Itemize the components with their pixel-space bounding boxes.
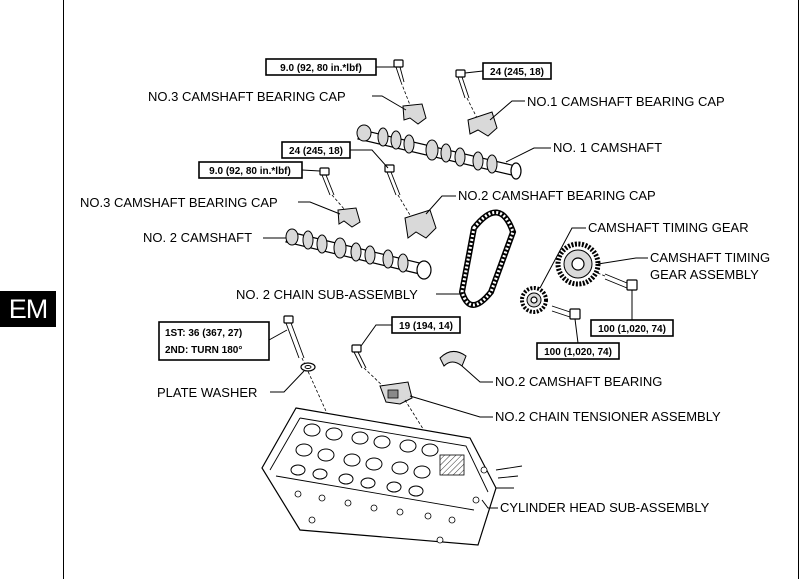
label-timing-gear-assy-line1: CAMSHAFT TIMING bbox=[650, 250, 770, 265]
label-no2-bearing: NO.2 CAMSHAFT BEARING bbox=[495, 374, 662, 389]
no2-camshaft-bearing-part bbox=[439, 351, 467, 367]
svg-text:100 (1,020, 74): 100 (1,020, 74) bbox=[598, 324, 666, 335]
torque-spec-3: 24 (245, 18) bbox=[281, 141, 389, 169]
label-no2-chain: NO. 2 CHAIN SUB-ASSEMBLY bbox=[236, 287, 418, 302]
label-plate-washer: PLATE WASHER bbox=[157, 385, 257, 400]
no1-camshaft bbox=[356, 124, 522, 180]
no3-cap-lower-part bbox=[337, 207, 361, 228]
label-timing-gear-assy-line2: GEAR ASSEMBLY bbox=[650, 267, 759, 282]
torque-spec-5: 1ST: 36 (367, 27) 2ND: TURN 180° bbox=[158, 321, 288, 361]
svg-text:2ND: TURN 180°: 2ND: TURN 180° bbox=[165, 345, 242, 356]
label-no1-cap: NO.1 CAMSHAFT BEARING CAP bbox=[527, 94, 725, 109]
no2-chain bbox=[458, 209, 517, 308]
camshaft-timing-gear-assembly-part bbox=[555, 241, 601, 287]
label-no3-cap-lower: NO.3 CAMSHAFT BEARING CAP bbox=[80, 195, 278, 210]
page-frame bbox=[63, 0, 799, 579]
svg-text:24 (245, 18): 24 (245, 18) bbox=[289, 146, 343, 157]
label-cyl-head: CYLINDER HEAD SUB-ASSEMBLY bbox=[500, 500, 710, 515]
no2-camshaft bbox=[285, 228, 432, 280]
label-no3-cap-upper: NO.3 CAMSHAFT BEARING CAP bbox=[148, 89, 346, 104]
torque-spec-1: 9.0 (92, 80 in.*lbf) bbox=[265, 58, 394, 76]
no1-cap-part bbox=[467, 111, 498, 137]
label-no2-tensioner: NO.2 CHAIN TENSIONER ASSEMBLY bbox=[495, 409, 721, 424]
svg-text:19 (194, 14): 19 (194, 14) bbox=[399, 321, 453, 332]
svg-text:9.0 (92, 80 in.*lbf): 9.0 (92, 80 in.*lbf) bbox=[209, 166, 291, 177]
section-tab: EM bbox=[0, 291, 56, 327]
no3-cap-upper-part bbox=[402, 103, 427, 125]
svg-text:24 (245, 18): 24 (245, 18) bbox=[490, 67, 544, 78]
bolt-no3-cap-lower bbox=[319, 167, 346, 211]
plate-washer-part bbox=[300, 362, 316, 372]
label-no1-camshaft: NO. 1 CAMSHAFT bbox=[553, 140, 662, 155]
cylinder-head-part bbox=[261, 407, 523, 546]
svg-text:9.0 (92, 80 in.*lbf): 9.0 (92, 80 in.*lbf) bbox=[280, 63, 362, 74]
no2-chain-tensioner-part bbox=[379, 381, 431, 441]
bolt-no1-cap bbox=[455, 69, 479, 121]
svg-text:100 (1,020, 74): 100 (1,020, 74) bbox=[544, 347, 612, 358]
torque-spec-4: 9.0 (92, 80 in.*lbf) bbox=[198, 161, 321, 179]
bolt-no2-cap bbox=[384, 164, 411, 216]
bolt-timing-gear bbox=[551, 305, 581, 320]
svg-text:1ST: 36 (367, 27): 1ST: 36 (367, 27) bbox=[165, 328, 242, 339]
torque-spec-8: 100 (1,020, 74) bbox=[536, 318, 620, 360]
label-no2-camshaft: NO. 2 CAMSHAFT bbox=[143, 230, 252, 245]
camshaft-timing-gear-part bbox=[520, 286, 548, 314]
bolt-no3-cap-upper bbox=[393, 59, 411, 106]
label-timing-gear: CAMSHAFT TIMING GEAR bbox=[588, 220, 749, 235]
torque-spec-2: 24 (245, 18) bbox=[464, 62, 552, 80]
torque-spec-7: 100 (1,020, 74) bbox=[590, 290, 674, 337]
torque-spec-6: 19 (194, 14) bbox=[360, 316, 461, 347]
label-no2-cap: NO.2 CAMSHAFT BEARING CAP bbox=[458, 188, 656, 203]
bolt-tensioner bbox=[351, 344, 386, 389]
